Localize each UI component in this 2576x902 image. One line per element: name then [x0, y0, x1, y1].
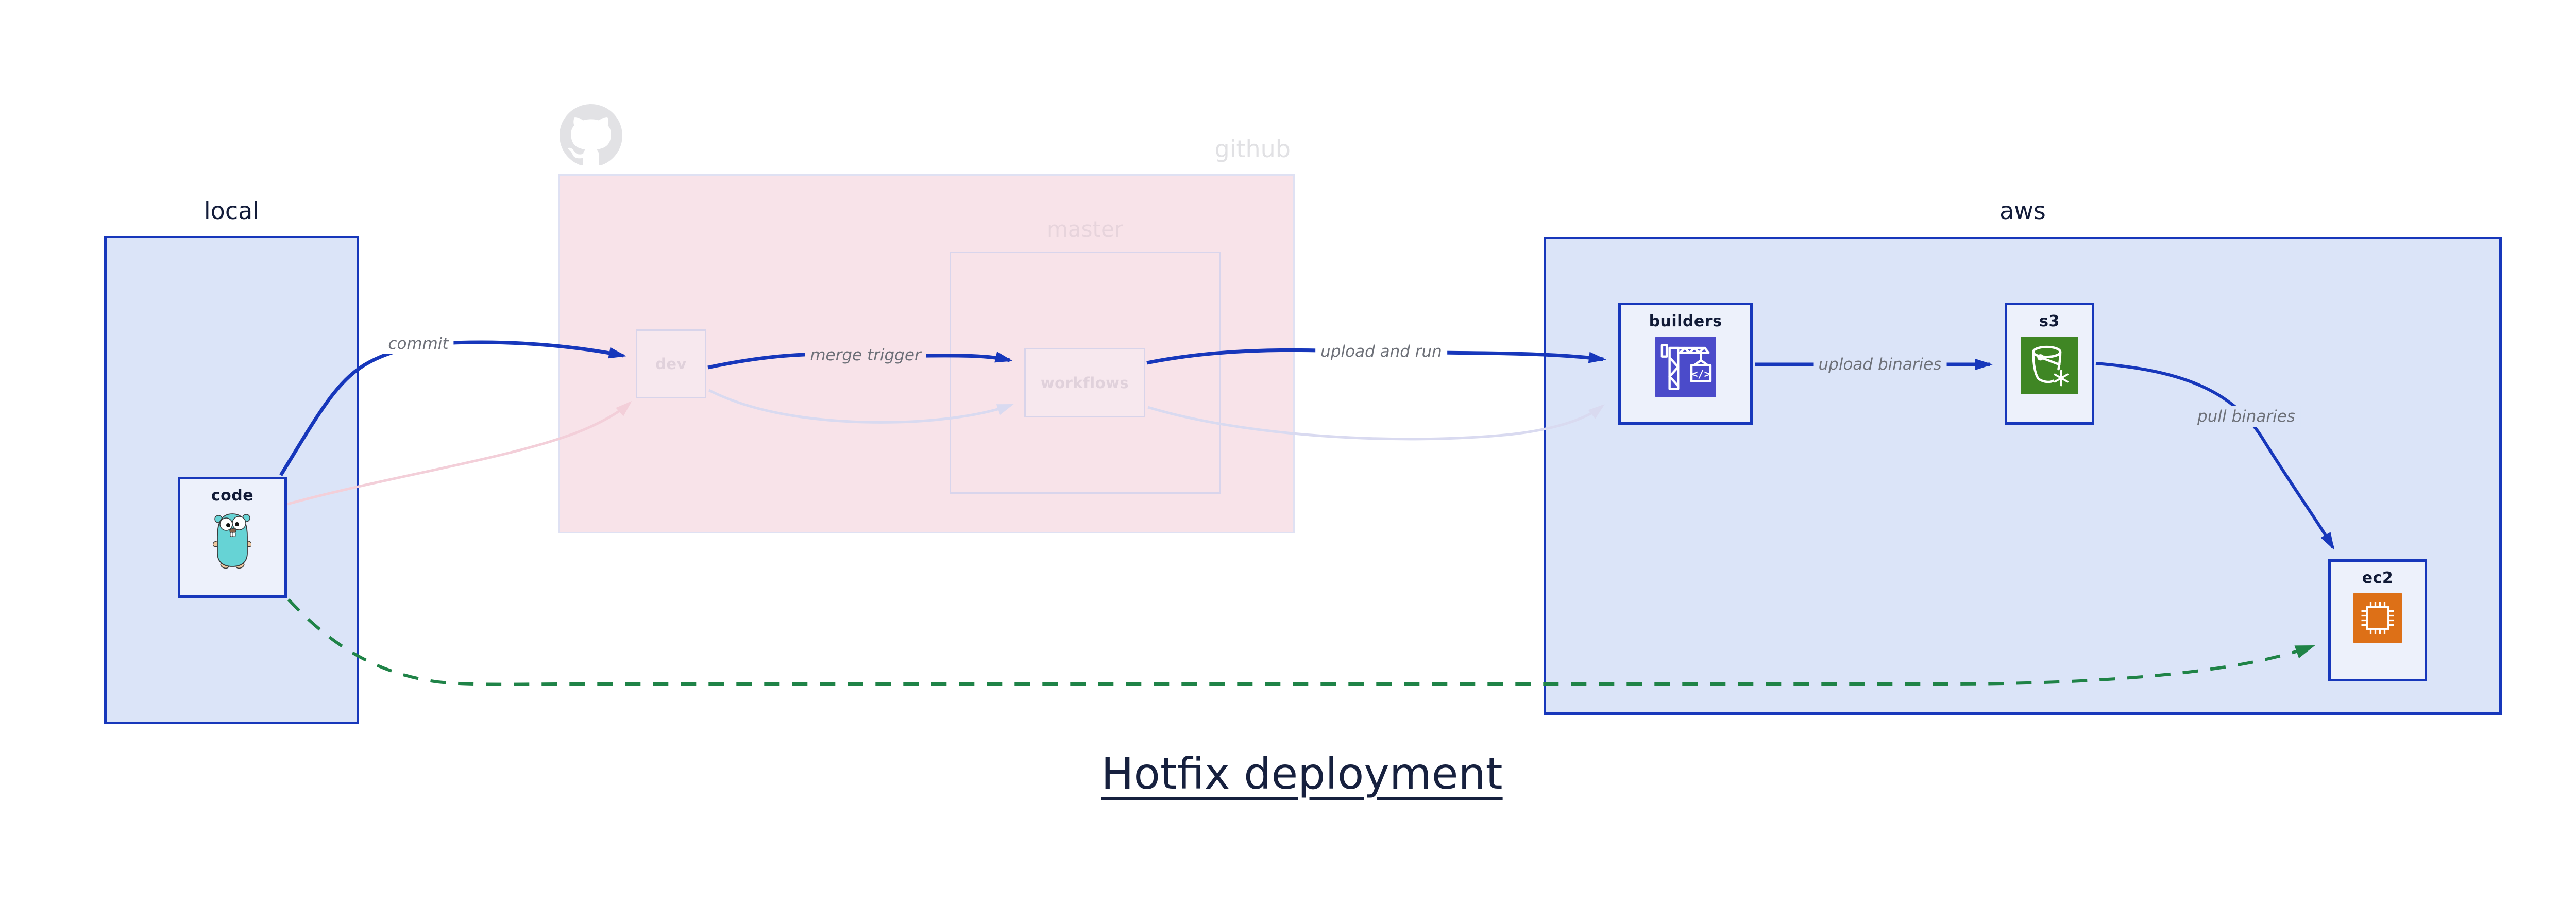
node-builders: builders </> [1618, 303, 1753, 425]
edge-code-to-dev-faded [287, 400, 632, 506]
codebuild-crane-icon: </> [1655, 337, 1716, 397]
edge-hotfix-dashed [287, 598, 2315, 686]
go-gopher-icon [213, 513, 251, 569]
s3-glacier-bucket-icon [2021, 337, 2078, 394]
cluster-label-master: master [1046, 216, 1124, 242]
edge-label-commit: commit [383, 333, 454, 354]
node-workflows: workflows [1024, 348, 1145, 417]
edge-label-upload-and-run: upload and run [1315, 341, 1447, 362]
node-workflows-label: workflows [1040, 374, 1129, 392]
edge-workflows-to-builders-faded [1147, 404, 1605, 441]
edge-dev-to-workflows-faded [708, 389, 1014, 424]
node-ec2: ec2 [2328, 559, 2427, 681]
cluster-label-github: github [1214, 135, 1291, 163]
node-s3-label: s3 [2039, 312, 2060, 330]
edge-label-pull-binaries: pull binaries [2192, 406, 2300, 427]
node-s3: s3 [2005, 303, 2094, 425]
node-builders-label: builders [1649, 312, 1722, 330]
svg-text:</>: </> [1691, 368, 1710, 380]
github-octocat-icon [560, 104, 622, 165]
node-dev: dev [636, 329, 706, 398]
ec2-chip-icon [2353, 593, 2402, 643]
node-code: code [178, 477, 287, 598]
edge-label-upload-binaries: upload binaries [1813, 354, 1947, 375]
cluster-master [950, 252, 1221, 494]
node-ec2-label: ec2 [2362, 569, 2394, 587]
edge-label-merge-trigger: merge trigger [805, 345, 926, 365]
node-dev-label: dev [655, 355, 687, 373]
edge-pull-binaries [2095, 362, 2334, 550]
cluster-label-local: local [204, 197, 260, 225]
edge-commit [279, 340, 626, 476]
cluster-label-aws: aws [1999, 197, 2046, 225]
diagram-title: Hotfix deployment [1101, 748, 1503, 799]
node-code-label: code [211, 487, 254, 505]
